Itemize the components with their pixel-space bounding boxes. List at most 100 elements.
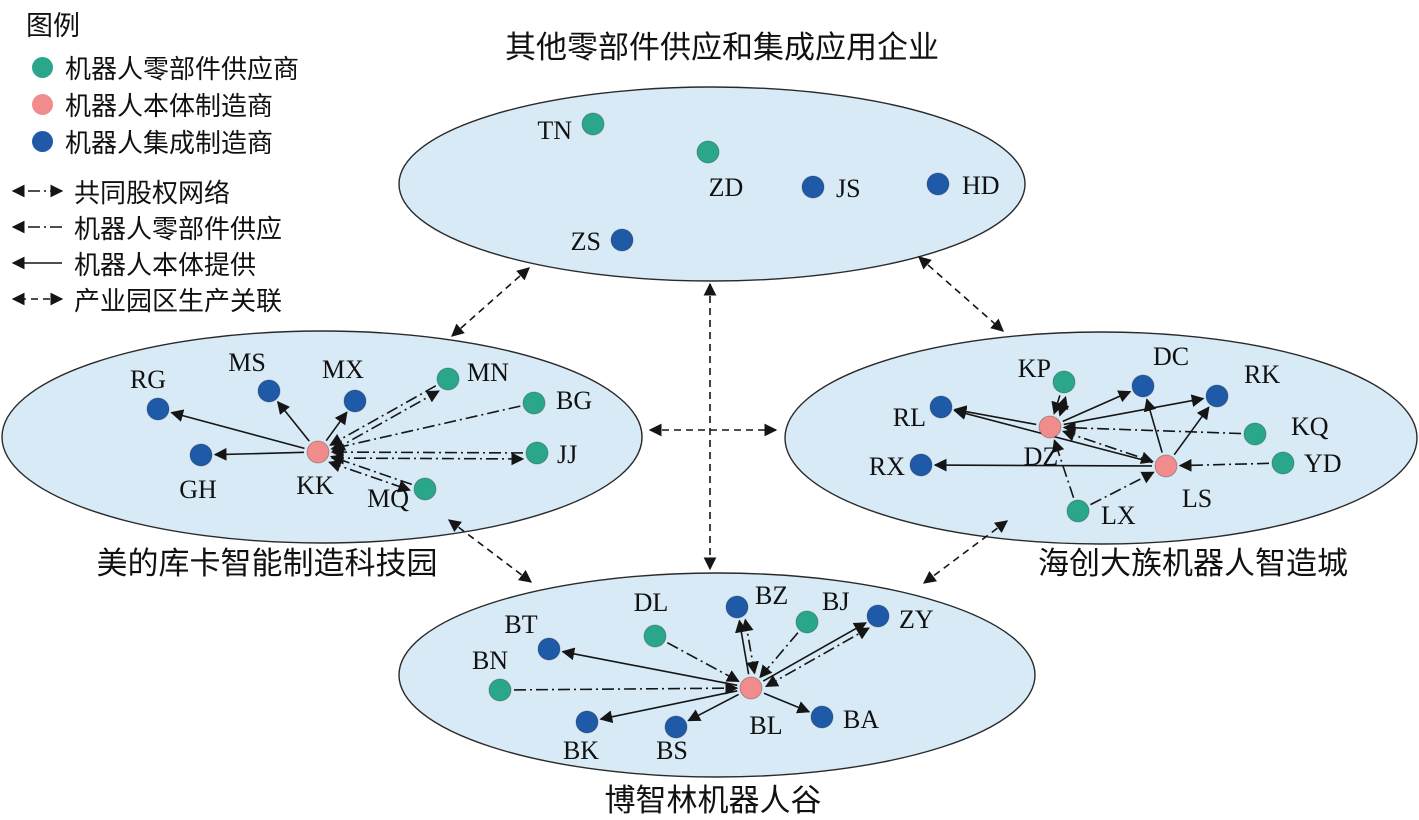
- edge-DZ-LS-equity: [1062, 429, 1154, 464]
- edge-LX-DZ-supply: [1051, 439, 1075, 498]
- edge-DZ-DC-body: [1062, 390, 1132, 423]
- node-KP: [1052, 370, 1076, 394]
- node-RL: [929, 395, 953, 419]
- legend-node-body_maker: 机器人本体制造商: [8, 86, 299, 123]
- node-BN: [488, 678, 512, 702]
- node-label-RG: RG: [130, 365, 166, 394]
- node-BS: [664, 715, 688, 739]
- node-BL: [739, 676, 763, 700]
- edge-YD-LS-supply: [1178, 458, 1270, 472]
- equity-line-icon: [11, 184, 64, 198]
- edge-BL-BA-body: [763, 692, 811, 714]
- node-JS: [801, 175, 825, 199]
- legend-node-integrator: 机器人集成制造商: [8, 123, 299, 160]
- node-label-BS: BS: [656, 736, 688, 765]
- cluster-ellipse-top: [398, 86, 1026, 282]
- edge-BL-ZY-equity: [765, 627, 870, 688]
- node-BK: [575, 710, 599, 734]
- supply-line-icon: [11, 220, 62, 234]
- legend-edge-label: 机器人本体提供: [74, 250, 257, 280]
- node-RG: [146, 397, 170, 421]
- supplier-dot-icon: [32, 57, 53, 78]
- node-label-BA: BA: [843, 705, 879, 734]
- node-label-ZY: ZY: [899, 605, 934, 634]
- node-DL: [643, 624, 667, 648]
- edge-LS-RK-body: [1173, 406, 1210, 456]
- edge-DZ-KP-equity: [1056, 395, 1070, 417]
- node-BZ: [725, 595, 749, 619]
- node-label-BJ: BJ: [822, 587, 849, 616]
- cluster-title-right: 海创大族机器人智造城: [1038, 546, 1348, 581]
- node-label-LX: LX: [1101, 501, 1136, 530]
- node-label-HD: HD: [962, 171, 1000, 200]
- node-JJ: [525, 441, 549, 465]
- node-BJ: [795, 610, 819, 634]
- legend-edge-body: 机器人本体提供: [8, 245, 299, 281]
- node-KK: [306, 440, 330, 464]
- legend-title: 图例: [26, 11, 80, 41]
- node-label-BL: BL: [749, 711, 782, 740]
- edge-LS-RX-body: [933, 458, 1153, 472]
- park-link-1: [918, 256, 1004, 332]
- node-label-BZ: BZ: [755, 581, 788, 610]
- park-link-0: [451, 267, 530, 337]
- legend-node-types: 机器人零部件供应商机器人本体制造商机器人集成制造商: [8, 49, 299, 160]
- node-label-YD: YD: [1304, 449, 1342, 478]
- node-label-ZD: ZD: [709, 173, 744, 202]
- integrator-dot-icon: [32, 131, 53, 152]
- edge-BL-BK-body: [599, 690, 738, 724]
- legend-edge-supply: 机器人零部件供应: [8, 209, 299, 245]
- node-BA: [810, 705, 834, 729]
- node-label-DL: DL: [634, 588, 669, 617]
- edge-BN-BL-supply: [513, 681, 739, 695]
- legend-edge-types: 共同股权网络机器人零部件供应机器人本体提供产业园区生产关联: [8, 173, 299, 317]
- legend-node-supplier: 机器人零部件供应商: [8, 49, 299, 86]
- legend-edge-park: 产业园区生产关联: [8, 281, 299, 317]
- node-label-BK: BK: [563, 736, 599, 765]
- node-HD: [926, 172, 950, 196]
- node-label-BT: BT: [504, 610, 537, 639]
- edge-DZ-RL-body: [953, 405, 1037, 426]
- node-RK: [1205, 384, 1229, 408]
- legend-edge-equity: 共同股权网络: [8, 173, 299, 209]
- edge-KK-RG-body: [170, 409, 305, 450]
- body-line-icon: [11, 256, 62, 270]
- cluster-ellipse-left: [1, 330, 643, 544]
- node-label-BN: BN: [472, 646, 508, 675]
- legend-node-label: 机器人集成制造商: [65, 129, 274, 158]
- node-MX: [343, 389, 367, 413]
- edge-DZ-RK-body: [1063, 394, 1205, 426]
- edge-LX-LS-supply: [1090, 471, 1155, 506]
- edge-DL-BL-supply: [666, 641, 740, 683]
- node-label-MS: MS: [228, 348, 266, 377]
- node-label-MX: MX: [322, 355, 364, 384]
- node-TN: [581, 112, 605, 136]
- edge-BL-BT-body: [561, 647, 738, 687]
- body_maker-dot-icon: [32, 94, 53, 115]
- node-MS: [257, 379, 281, 403]
- node-label-DC: DC: [1153, 342, 1189, 371]
- edge-KK-MQ-equity: [328, 459, 412, 493]
- edge-BL-BS-body: [687, 693, 739, 722]
- node-label-RK: RK: [1244, 360, 1280, 389]
- legend-edge-label: 机器人零部件供应: [74, 214, 283, 244]
- node-label-DZ: DZ: [1024, 442, 1059, 471]
- node-LX: [1066, 499, 1090, 523]
- node-BG: [522, 391, 546, 415]
- edge-KK-GH-body: [213, 447, 305, 461]
- cluster-title-top: 其他零部件供应和集成应用企业: [505, 30, 939, 65]
- park-line-icon: [11, 292, 64, 306]
- node-MN: [436, 367, 460, 391]
- node-LS: [1154, 454, 1178, 478]
- node-ZS: [610, 228, 634, 252]
- node-label-KQ: KQ: [1291, 412, 1329, 441]
- node-label-RX: RX: [869, 452, 905, 481]
- park-link-5: [922, 520, 1009, 584]
- node-YD: [1271, 451, 1295, 475]
- node-label-JJ: JJ: [557, 440, 577, 469]
- legend-node-label: 机器人本体制造商: [65, 92, 274, 121]
- edge-KK-JJ-equity: [330, 451, 525, 466]
- node-MQ: [413, 477, 437, 501]
